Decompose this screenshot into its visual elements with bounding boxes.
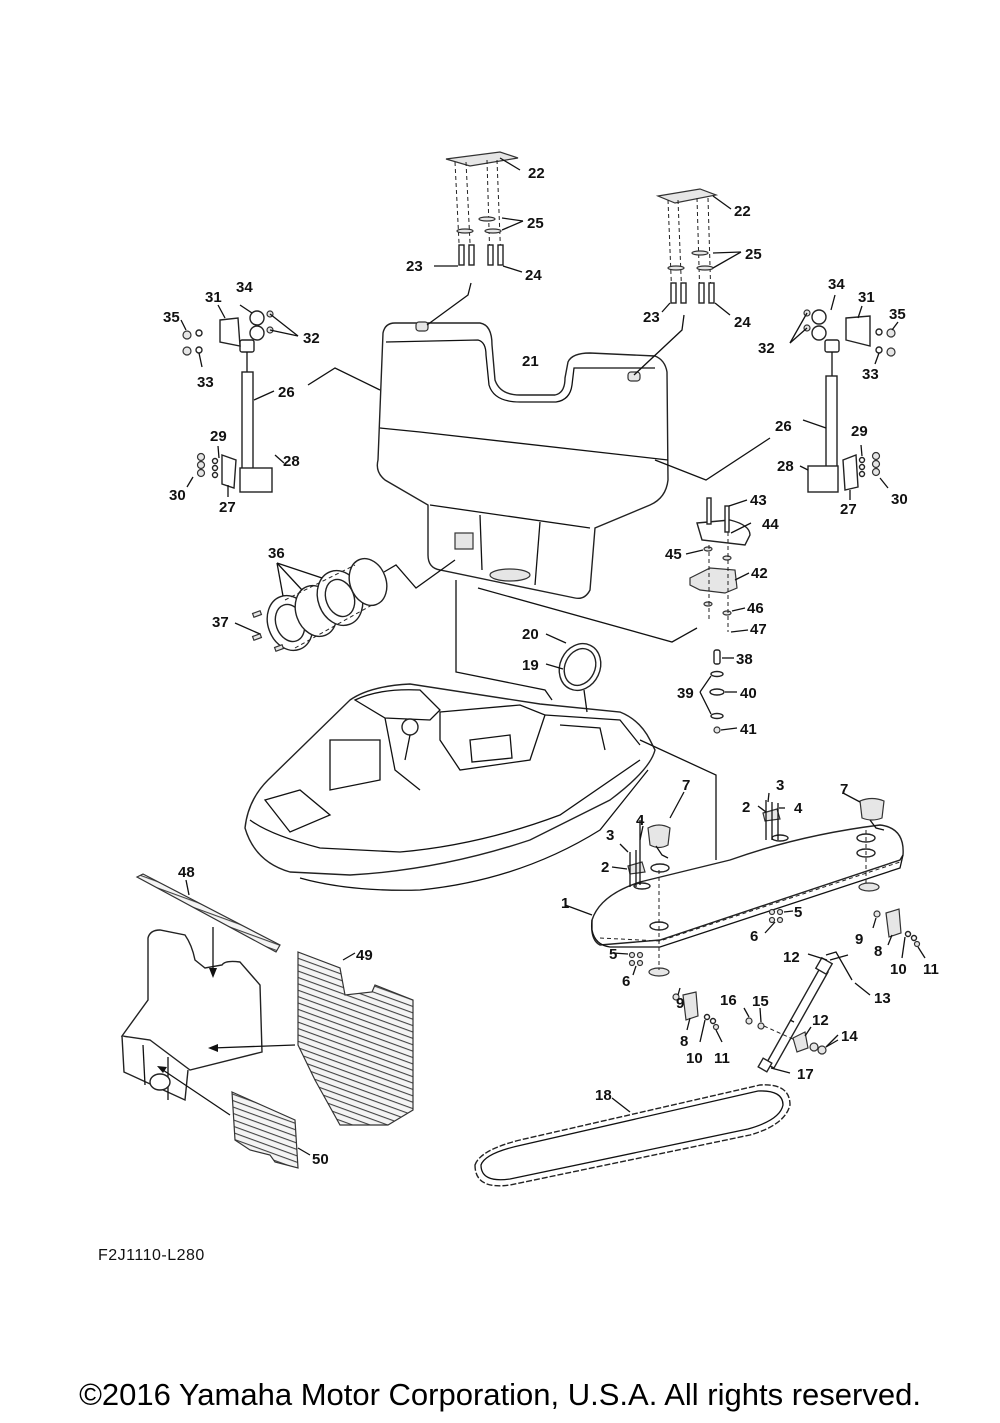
hinge-pin-set-right [633, 188, 742, 376]
callout-4: 4 [794, 800, 803, 817]
callout-18: 18 [595, 1087, 612, 1104]
callout-40: 40 [740, 685, 757, 702]
callout-32: 32 [303, 330, 320, 347]
callout-26: 26 [775, 418, 792, 435]
callout-5: 5 [794, 904, 802, 921]
callout-39: 39 [677, 685, 694, 702]
callout-16: 16 [720, 992, 737, 1009]
callout-31: 31 [205, 289, 222, 306]
callout-45: 45 [665, 546, 682, 563]
callout-23: 23 [643, 309, 660, 326]
hinge-plates [564, 792, 785, 916]
callout-29: 29 [210, 428, 227, 445]
callout-33: 33 [862, 366, 879, 383]
callout-49: 49 [356, 947, 373, 964]
gas-strut-right [654, 294, 899, 500]
callout-42: 42 [751, 565, 768, 582]
hatch-ring [455, 580, 717, 860]
callout-20: 20 [522, 626, 539, 643]
callout-47: 47 [750, 621, 767, 638]
callout-28: 28 [777, 458, 794, 475]
callout-6: 6 [622, 973, 630, 990]
callout-12: 12 [812, 1012, 829, 1029]
callout-25: 25 [527, 215, 544, 232]
seat-back-cushion [376, 321, 669, 600]
callout-27: 27 [840, 501, 857, 518]
callout-34: 34 [236, 279, 253, 296]
hatch-seal [474, 1084, 791, 1187]
vent-grille-stack [234, 557, 456, 653]
callout-37: 37 [212, 614, 229, 631]
callout-21: 21 [522, 353, 539, 370]
seat-gas-strut [743, 951, 871, 1074]
callout-22: 22 [734, 203, 751, 220]
callout-3: 3 [606, 827, 614, 844]
callout-28: 28 [283, 453, 300, 470]
callout-2: 2 [742, 799, 750, 816]
callout-32: 32 [758, 340, 775, 357]
callout-1: 1 [561, 895, 569, 912]
callout-8: 8 [680, 1033, 688, 1050]
callout-25: 25 [745, 246, 762, 263]
callout-46: 46 [747, 600, 764, 617]
callout-7: 7 [682, 777, 690, 794]
callout-29: 29 [851, 423, 868, 440]
callout-9: 9 [855, 931, 863, 948]
fasteners-5-6 [612, 908, 794, 976]
callout-30: 30 [891, 491, 908, 508]
callout-5: 5 [609, 946, 617, 963]
callout-19: 19 [522, 657, 539, 674]
callout-labels: 22 25 23 24 22 25 23 24 34 31 35 32 33 2… [163, 165, 939, 1168]
callout-8: 8 [874, 943, 882, 960]
callout-4: 4 [636, 812, 645, 829]
callout-14: 14 [841, 1028, 858, 1045]
callout-6: 6 [750, 928, 758, 945]
callout-30: 30 [169, 487, 186, 504]
mat-kit [120, 873, 414, 1169]
callout-31: 31 [858, 289, 875, 306]
callout-44: 44 [762, 516, 779, 533]
callout-27: 27 [219, 499, 236, 516]
callout-36: 36 [268, 545, 285, 562]
callout-15: 15 [752, 993, 769, 1010]
callout-2: 2 [601, 859, 609, 876]
callout-11: 11 [714, 1050, 730, 1067]
callout-26: 26 [278, 384, 295, 401]
callout-35: 35 [889, 306, 906, 323]
callout-7: 7 [840, 781, 848, 798]
callout-23: 23 [406, 258, 423, 275]
callout-43: 43 [750, 492, 767, 509]
callout-48: 48 [178, 864, 195, 881]
callout-24: 24 [734, 314, 751, 331]
callout-24: 24 [525, 267, 542, 284]
callout-22: 22 [528, 165, 545, 182]
callout-17: 17 [797, 1066, 814, 1083]
callout-12: 12 [783, 949, 800, 966]
callout-9: 9 [676, 995, 684, 1012]
callout-13: 13 [874, 990, 891, 1007]
callout-50: 50 [312, 1151, 329, 1168]
callout-10: 10 [686, 1050, 703, 1067]
callout-33: 33 [197, 374, 214, 391]
mount-bracket-stack [477, 497, 752, 734]
cup-holders [647, 791, 885, 859]
seat-base-board [590, 824, 904, 977]
gas-strut-left [180, 304, 381, 497]
callout-3: 3 [776, 777, 784, 794]
diagram-code: F2J1110-L280 [98, 1247, 205, 1264]
callout-34: 34 [828, 276, 845, 293]
callout-41: 41 [740, 721, 757, 738]
callout-10: 10 [890, 961, 907, 978]
callout-11: 11 [923, 961, 939, 978]
hinge-pin-set-left [426, 151, 524, 326]
boat-hull [244, 683, 656, 891]
copyright-notice: ©2016 Yamaha Motor Corporation, U.S.A. A… [79, 1377, 921, 1412]
callout-38: 38 [736, 651, 753, 668]
callout-35: 35 [163, 309, 180, 326]
vent-grille [454, 532, 474, 550]
brackets-8-11 [672, 908, 926, 1043]
